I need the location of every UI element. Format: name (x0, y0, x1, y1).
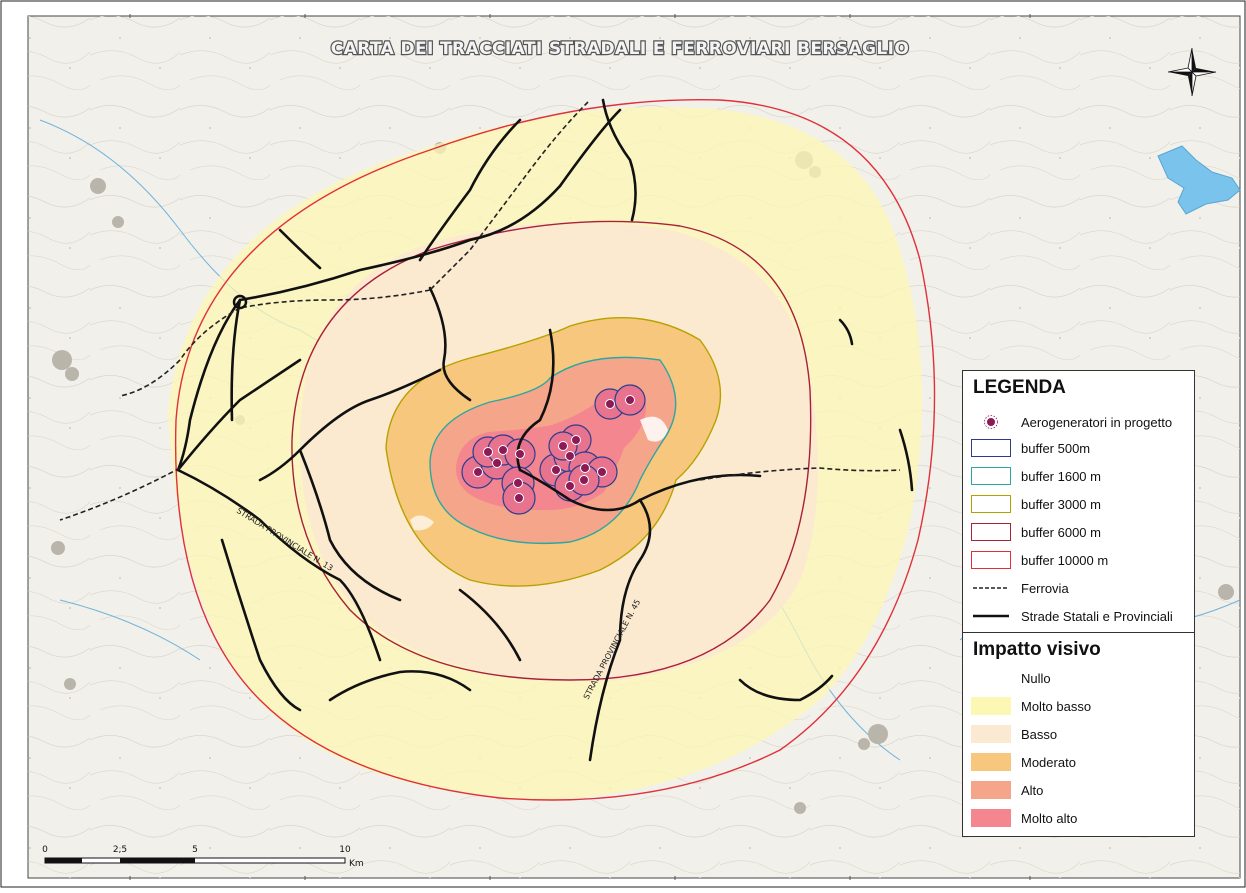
legend-label-road: Strade Statali e Provinciali (1021, 608, 1173, 624)
impact-legend: Impatto visivo Nullo Molto basso Basso M… (962, 632, 1195, 837)
scale-tick-1: 2,5 (113, 845, 127, 855)
swatch-nullo (971, 669, 1011, 687)
lake (1157, 145, 1241, 215)
legend: LEGENDA Aerogeneratori in progetto buffe… (962, 370, 1195, 634)
swatch-molto-alto (971, 809, 1011, 827)
swatch-molto-basso (971, 697, 1011, 715)
impact-item-molto-basso: Molto basso (971, 695, 1091, 717)
scale-bar: 0 2,5 5 10 Km (42, 845, 364, 869)
map-title: CARTA DEI TRACCIATI STRADALI E FERROVIAR… (331, 39, 909, 59)
legend-label-buffer-500: buffer 500m (1021, 440, 1091, 456)
legend-item-buffer-500: buffer 500m (971, 437, 1090, 459)
legend-item-buffer-10000: buffer 10000 m (971, 549, 1108, 571)
impact-legend-title: Impatto visivo (973, 639, 1101, 660)
buffer-1600m (429, 356, 677, 545)
legend-item-buffer-1600: buffer 1600 m (971, 465, 1101, 487)
scale-tick-0: 0 (42, 845, 48, 855)
legend-label-railway: Ferrovia (1021, 580, 1069, 596)
road-junction (232, 294, 248, 310)
legend-label-turbine: Aerogeneratori in progetto (1021, 414, 1173, 430)
scale-tick-3: 10 (339, 845, 351, 855)
legend-title: LEGENDA (973, 377, 1066, 398)
buffer-rings (174, 99, 936, 801)
swatch-alto (971, 781, 1011, 799)
buffer-3000m (385, 317, 722, 587)
impact-item-basso: Basso (971, 723, 1057, 745)
road-line-icon (971, 607, 1011, 625)
turbine-marker-icon (971, 413, 1011, 431)
legend-label-buffer-10000: buffer 10000 m (1021, 552, 1109, 568)
north-arrow-icon (1167, 47, 1217, 97)
impact-item-nullo: Nullo (971, 667, 1051, 689)
swatch-basso (971, 725, 1011, 743)
swatch-buffer-3000 (971, 495, 1011, 513)
impact-label-alto: Alto (1021, 782, 1044, 798)
roads[interactable] (176, 98, 914, 762)
turbine-markers[interactable] (473, 395, 635, 503)
impact-label-molto-alto: Molto alto (1021, 810, 1078, 826)
legend-item-buffer-6000: buffer 6000 m (971, 521, 1101, 543)
buffer-10000m (174, 99, 936, 801)
impact-item-moderato: Moderato (971, 751, 1076, 773)
swatch-buffer-6000 (971, 523, 1011, 541)
impact-item-molto-alto: Molto alto (971, 807, 1077, 829)
legend-item-buffer-3000: buffer 3000 m (971, 493, 1101, 515)
legend-label-buffer-3000: buffer 3000 m (1021, 496, 1101, 512)
coordinate-ticks (129, 14, 1031, 880)
legend-item-railway: Ferrovia (971, 577, 1069, 599)
impact-label-basso: Basso (1021, 726, 1058, 742)
legend-item-road: Strade Statali e Provinciali (971, 605, 1173, 627)
impact-item-alto: Alto (971, 779, 1043, 801)
swatch-moderato (971, 753, 1011, 771)
swatch-buffer-500 (971, 439, 1011, 457)
scale-unit: Km (349, 859, 364, 869)
legend-item-turbine: Aerogeneratori in progetto (971, 411, 1172, 433)
buffer-6000m (291, 220, 812, 681)
impact-label-nullo: Nullo (1021, 670, 1051, 686)
railway-line-icon (971, 579, 1011, 597)
impact-label-molto-basso: Molto basso (1021, 698, 1092, 714)
impact-label-moderato: Moderato (1021, 754, 1076, 770)
railways[interactable] (59, 101, 901, 521)
legend-label-buffer-6000: buffer 6000 m (1021, 524, 1101, 540)
swatch-buffer-10000 (971, 551, 1011, 569)
scale-tick-2: 5 (192, 845, 198, 855)
swatch-buffer-1600 (971, 467, 1011, 485)
legend-label-buffer-1600: buffer 1600 m (1021, 468, 1101, 484)
